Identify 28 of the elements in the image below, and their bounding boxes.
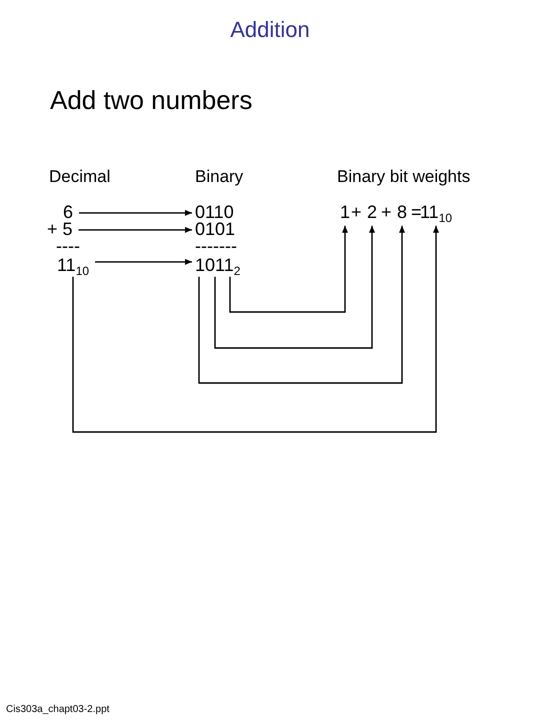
separator-line-text: ---- bbox=[56, 237, 80, 257]
plus-sign: + bbox=[381, 203, 392, 223]
footer-text: Cis303a_chapt03-2.ppt bbox=[6, 704, 110, 715]
connector-arrow bbox=[214, 226, 375, 349]
connector-arrow bbox=[229, 226, 348, 313]
number-text: 11$_{10}$ bbox=[57, 256, 90, 276]
number-text: 0110 bbox=[195, 203, 234, 223]
arrow bbox=[79, 210, 192, 216]
number-text: 1 bbox=[340, 203, 350, 223]
number-text: 0101 bbox=[195, 220, 236, 240]
number-text: 8 bbox=[397, 203, 408, 223]
number-text: 2 bbox=[367, 203, 378, 223]
number-text: 11$_{10}$ bbox=[420, 203, 452, 223]
arrow bbox=[78, 226, 192, 233]
column-header: Binary bbox=[195, 168, 244, 187]
column-header: Decimal bbox=[49, 168, 110, 187]
connector-arrow bbox=[198, 226, 405, 384]
number-text: + 5 bbox=[47, 220, 73, 240]
number-text: 6 bbox=[63, 203, 74, 223]
number-text: 1011$_{2}$ bbox=[195, 256, 240, 276]
equals-sign: = bbox=[411, 203, 422, 223]
column-header: Binary bit weights bbox=[337, 168, 470, 187]
separator-line-text: ------- bbox=[195, 237, 237, 257]
plus-sign: + bbox=[351, 203, 362, 223]
slide-title: Addition bbox=[229, 18, 311, 42]
heading: Add two numbers bbox=[50, 86, 252, 115]
connector-arrow bbox=[72, 226, 440, 433]
arrow bbox=[95, 258, 192, 265]
